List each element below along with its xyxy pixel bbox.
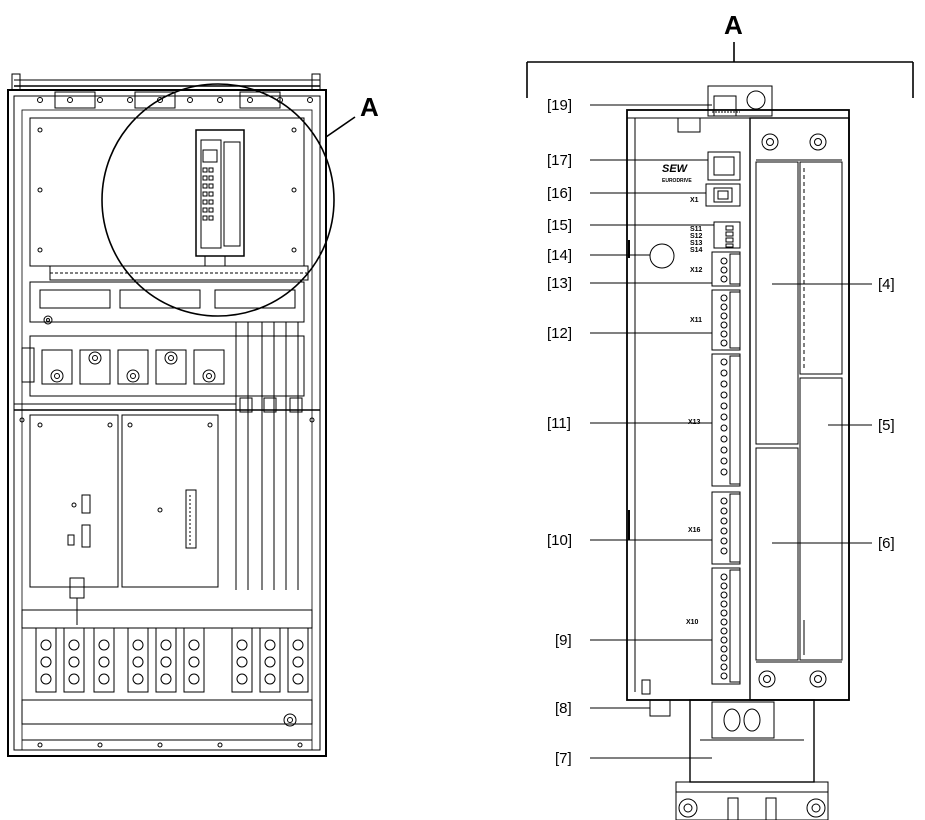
terminal-x11-label: X11 [690,317,702,324]
dip-s13: S13 [690,240,703,247]
callout-leaders [590,104,872,759]
callout-6: [6] [878,535,895,552]
detail-view: A SEW EURODRIVE [526,10,914,820]
rotary-element-14 [649,243,675,269]
detail-leader-a [325,116,356,138]
callout-8: [8] [555,700,572,717]
dip-switch-block [713,221,741,249]
housing-tab-8 [649,699,671,717]
brand-logo: SEW [662,163,689,175]
cabinet-frame [7,89,327,757]
callout-17: [17] [547,152,572,169]
terminal-x10-label: X10 [686,619,699,626]
detail-label-right: A [724,10,743,40]
lower-board-left [29,414,119,588]
callout-5: [5] [878,417,895,434]
bottom-terminals [35,627,309,693]
callout-11: [11] [547,415,571,432]
option-slot-lower [755,447,799,661]
terminal-rail [49,265,309,281]
callout-4: [4] [878,276,895,293]
callout-19: [19] [547,97,572,114]
connector-17 [707,151,741,181]
detail-circle-a [101,83,335,317]
callout-12: [12] [547,325,572,342]
terminal-x16-label: X16 [688,527,701,534]
brand-subtitle: EURODRIVE [662,178,692,184]
terminal-x13 [711,353,741,487]
option-slot-middle [799,377,843,661]
callout-labels: [19] [17] [16] [15] [14] [13] [12] [11] … [547,97,895,767]
terminal-x10 [711,567,741,685]
dip-s14: S14 [690,247,703,254]
vertical-cables [235,322,303,590]
callout-10: [10] [547,532,572,549]
detail-label-left: A [360,92,379,122]
callout-7: [7] [555,750,572,767]
callout-16: [16] [547,185,572,202]
connector-x1-label: X1 [690,197,699,204]
callout-13: [13] [547,275,572,292]
upper-mounting-panel [29,117,305,267]
callout-14: [14] [547,247,572,264]
callout-15: [15] [547,217,572,234]
lower-board-right [121,414,219,588]
connector-16 [705,183,741,207]
cabinet-overview: A [7,73,379,757]
top-rail-holes [37,91,313,109]
control-unit-housing [626,109,850,701]
callout-9: [9] [555,632,572,649]
power-module-row [29,335,305,397]
option-slot-upper [755,161,799,445]
keypad-overview [202,167,214,221]
dip-s12: S12 [690,233,703,240]
power-modules [41,349,225,385]
terminal-x12-label: X12 [690,267,703,274]
dip-s11: S11 [690,226,702,233]
mounting-bracket-7 [689,699,815,783]
